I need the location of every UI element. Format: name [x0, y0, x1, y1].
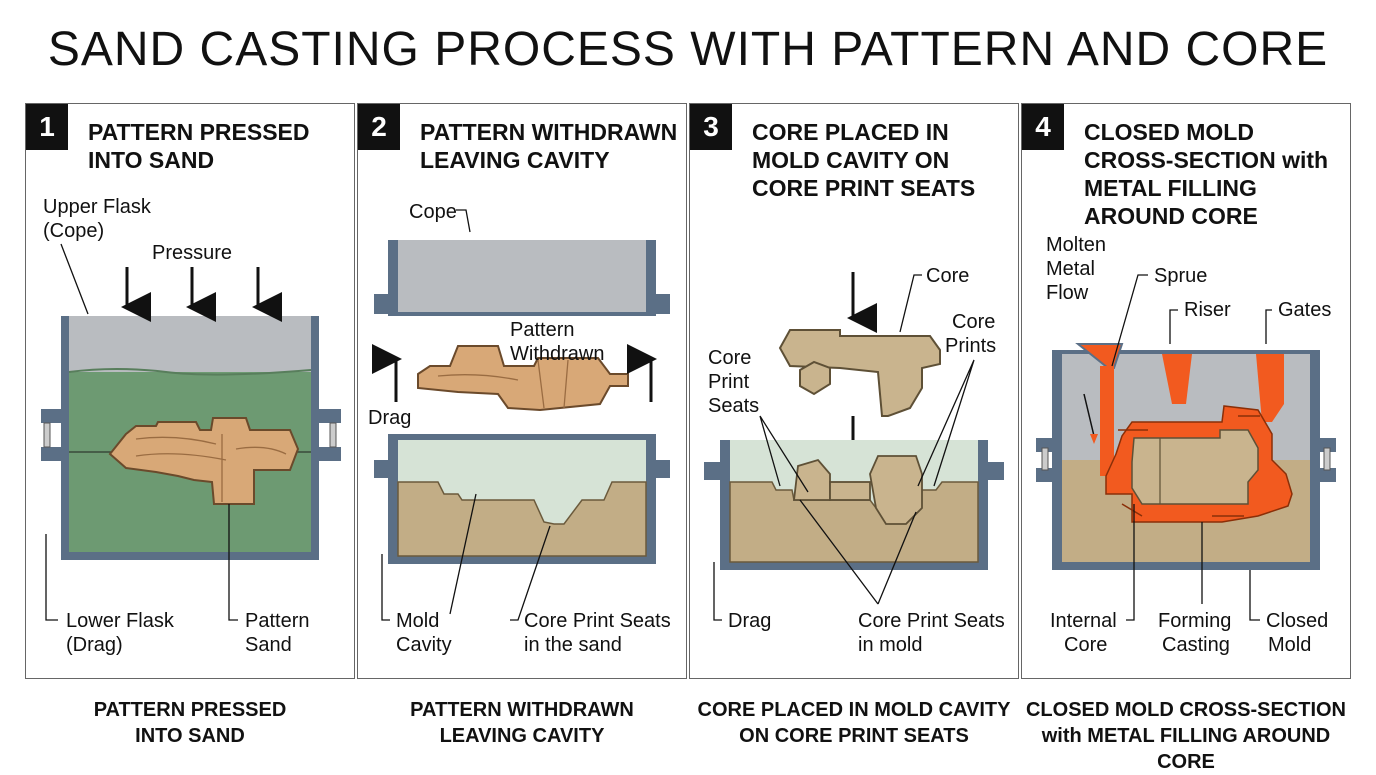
svg-text:Print: Print — [708, 371, 750, 393]
svg-text:Flow: Flow — [1046, 282, 1089, 304]
page-title: SAND CASTING PROCESS WITH PATTERN AND CO… — [47, 23, 1329, 76]
panel-pattern-pressed: 1 PATTERN PRESSED INTO SAND Upper Flask … — [25, 103, 355, 679]
riser — [1162, 354, 1192, 404]
upper-flask-label: Upper Flask — [43, 196, 152, 218]
forming-casting-label: Forming — [1158, 610, 1231, 632]
flow-arrow — [1090, 434, 1098, 444]
drag-label: Drag — [368, 407, 411, 429]
gate — [1256, 354, 1284, 422]
cope-sand — [69, 316, 311, 372]
step-number-badge: 3 — [690, 104, 732, 150]
internal-core — [1131, 429, 1259, 505]
internal-core-label: Internal — [1050, 610, 1117, 632]
panel-closed-mold: 4 CLOSED MOLD CROSS-SECTION with METAL F… — [1021, 103, 1351, 679]
pattern-sand-label: Pattern — [245, 610, 309, 632]
mold-cavity-label: Mold — [396, 610, 439, 632]
svg-text:Casting: Casting — [1162, 634, 1230, 656]
molten-metal-label: Molten — [1046, 234, 1106, 256]
pattern-withdrawn-label: Pattern — [510, 319, 574, 341]
panel-heading: CORE PLACED IN MOLD CAVITY ON CORE PRINT… — [752, 119, 976, 201]
core-print — [799, 360, 831, 396]
panel-heading: PATTERN PRESSED INTO SAND — [88, 119, 310, 173]
cope-label: Cope — [409, 201, 457, 223]
svg-text:Cavity: Cavity — [396, 634, 452, 656]
drag-sand-cavity — [397, 481, 647, 557]
core-print-seats-label: Core Print Seats — [524, 610, 671, 632]
caption-step-3: CORE PLACED IN MOLD CAVITY ON CORE PRINT… — [697, 699, 1011, 747]
gates-label: Gates — [1278, 299, 1331, 321]
panel-pattern-withdrawn: 2 PATTERN WITHDRAWN LEAVING CAVITY Cope … — [357, 103, 687, 679]
pattern-withdrawn-diagram: Cope Pattern Withdrawn Drag Mold Cavity … — [368, 201, 671, 656]
wooden-pattern — [108, 417, 300, 505]
svg-text:Core: Core — [1064, 634, 1107, 656]
core-print-seats-label: Core — [708, 347, 751, 369]
panel-heading: CLOSED MOLD CROSS-SECTION with METAL FIL… — [1084, 119, 1329, 229]
svg-text:Seats: Seats — [708, 395, 759, 417]
panel-core-placed: 3 CORE PLACED IN MOLD CAVITY ON CORE PRI… — [689, 103, 1019, 679]
svg-text:Mold: Mold — [1268, 634, 1311, 656]
flask-handle — [41, 409, 63, 423]
caption-step-2: PATTERN WITHDRAWN LEAVING CAVITY — [410, 699, 634, 747]
svg-text:Metal: Metal — [1046, 258, 1095, 280]
core-placed-diagram: Core Core Prints Core Print Seats Drag C… — [704, 265, 1005, 656]
panel-heading: PATTERN WITHDRAWN LEAVING CAVITY — [420, 119, 678, 173]
step-number-badge: 4 — [1022, 104, 1064, 150]
riser-label: Riser — [1184, 299, 1231, 321]
sprue-channel — [1100, 366, 1114, 476]
seated-core — [869, 455, 923, 525]
core-print-seats-mold-label: Core Print Seats — [858, 610, 1005, 632]
core-prints-label: Core — [952, 311, 995, 333]
svg-text:Withdrawn: Withdrawn — [510, 343, 604, 365]
pressure-label: Pressure — [152, 242, 232, 264]
closed-mold-label: Closed — [1266, 610, 1328, 632]
sprue-label: Sprue — [1154, 265, 1207, 287]
withdrawn-pattern — [417, 345, 629, 412]
drag-label: Drag — [728, 610, 771, 632]
step-number-badge: 2 — [358, 104, 400, 150]
svg-text:in the sand: in the sand — [524, 634, 622, 656]
caption-step-1: PATTERN PRESSED INTO SAND — [93, 699, 287, 747]
lower-flask-label: Lower Flask — [66, 610, 175, 632]
svg-text:Prints: Prints — [945, 335, 996, 357]
svg-text:(Drag): (Drag) — [66, 634, 123, 656]
svg-text:in mold: in mold — [858, 634, 922, 656]
closed-mold-diagram: Molten Metal Flow Sprue Riser Gates Inte… — [1036, 234, 1336, 656]
svg-text:Sand: Sand — [245, 634, 292, 656]
caption-step-4: CLOSED MOLD CROSS-SECTION with METAL FIL… — [1025, 699, 1346, 773]
svg-text:(Cope): (Cope) — [43, 220, 104, 242]
pattern-pressed-diagram: Upper Flask (Cope) Pressure Lower Flask … — [41, 196, 341, 656]
step-number-badge: 1 — [26, 104, 68, 150]
core-label: Core — [926, 265, 969, 287]
cope-sand — [398, 240, 646, 312]
